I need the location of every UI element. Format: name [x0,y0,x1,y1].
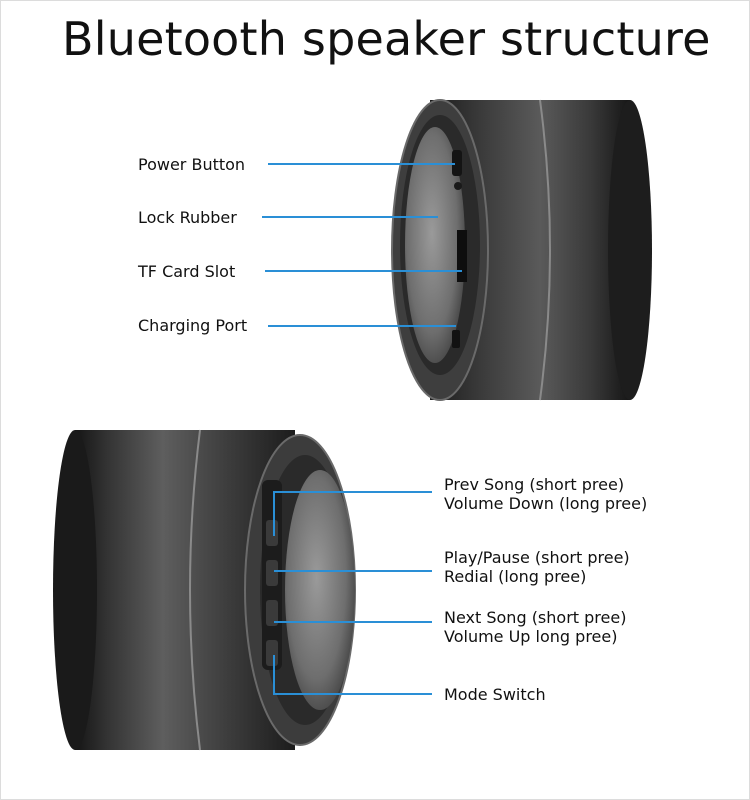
speaker-top-view [391,99,652,401]
label-power-button: Power Button [138,155,246,174]
leader-mode [273,655,432,695]
label-play-pause-line2: Redial (long pree) [444,567,587,586]
leader-lines-top [262,163,462,327]
label-next-song-line1: Next Song (short pree) [444,608,627,627]
label-next-song-line2: Volume Up long pree) [444,627,618,646]
label-prev-song: Prev Song (short pree) Volume Down (long… [444,475,647,513]
label-next-song: Next Song (short pree) Volume Up long pr… [444,608,626,646]
leader-prev [273,491,432,536]
page-title: Bluetooth speaker structure [62,12,711,66]
label-play-pause-line1: Play/Pause (short pree) [444,548,630,567]
leader-lines-bottom [273,491,432,695]
label-play-pause: Play/Pause (short pree) Redial (long pre… [444,548,630,586]
label-mode-switch-line1: Mode Switch [444,685,546,704]
label-prev-song-line1: Prev Song (short pree) [444,475,625,494]
label-mode-switch: Mode Switch [444,685,546,704]
label-tf-card-slot: TF Card Slot [138,262,236,281]
label-lock-rubber: Lock Rubber [138,208,237,227]
label-prev-song-line2: Volume Down (long pree) [444,494,648,513]
label-charging-port: Charging Port [138,316,248,335]
speaker-bottom-view [53,429,356,751]
